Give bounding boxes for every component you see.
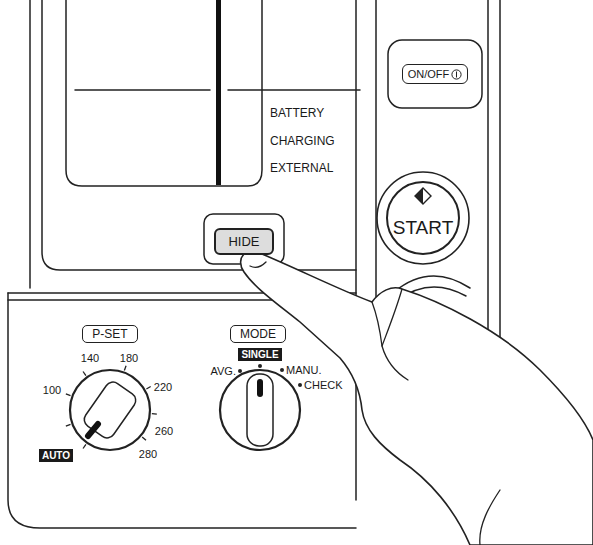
button-text: MODE <box>240 327 276 341</box>
dial-grip <box>247 374 273 446</box>
scale-number: 220 <box>154 382 172 393</box>
housing-edge <box>29 0 31 288</box>
mode-label: MANU. <box>286 365 321 376</box>
scale-number: 260 <box>155 426 173 437</box>
scale-number: 140 <box>81 353 99 364</box>
mode-tag: SINGLE <box>238 348 281 361</box>
button-text: START <box>393 217 454 239</box>
scale-number: 180 <box>120 353 138 364</box>
power-symbol <box>451 69 462 80</box>
indicator-label: CHARGING <box>270 135 335 147</box>
dial-pointer <box>257 382 263 394</box>
dial-ticks <box>66 366 157 449</box>
mode-tag: AUTO <box>39 449 73 462</box>
indicator-label: BATTERY <box>270 107 324 119</box>
start-button: START <box>375 170 471 266</box>
button-text: ON/OFF <box>408 68 450 80</box>
display-screen <box>66 0 262 186</box>
dial-pointer <box>88 424 98 436</box>
panel-label: P-SET <box>82 325 137 343</box>
panel-edge <box>8 293 356 528</box>
hand-detail <box>250 262 500 545</box>
button-text: SINGLE <box>241 349 278 360</box>
mode-label: CHECK <box>304 380 343 391</box>
button-text: HIDE <box>228 234 259 249</box>
mode-dial <box>220 370 300 450</box>
panel-label: MODE <box>230 325 286 343</box>
display-frame <box>42 0 356 270</box>
hide-button: HIDE <box>214 228 273 255</box>
power-button: ON/OFF <box>402 64 469 84</box>
hand <box>241 251 593 545</box>
button-recess <box>388 40 482 108</box>
button-text: P-SET <box>92 327 127 341</box>
display-bar <box>216 0 221 185</box>
button-text: AUTO <box>42 450 70 461</box>
pressure-dial <box>70 370 150 450</box>
scale-number: 100 <box>43 385 61 396</box>
scale-number: 280 <box>139 449 157 460</box>
dial-grip <box>81 379 139 441</box>
indicator-label: EXTERNAL <box>270 162 333 174</box>
mode-label: AVG. <box>211 366 236 377</box>
